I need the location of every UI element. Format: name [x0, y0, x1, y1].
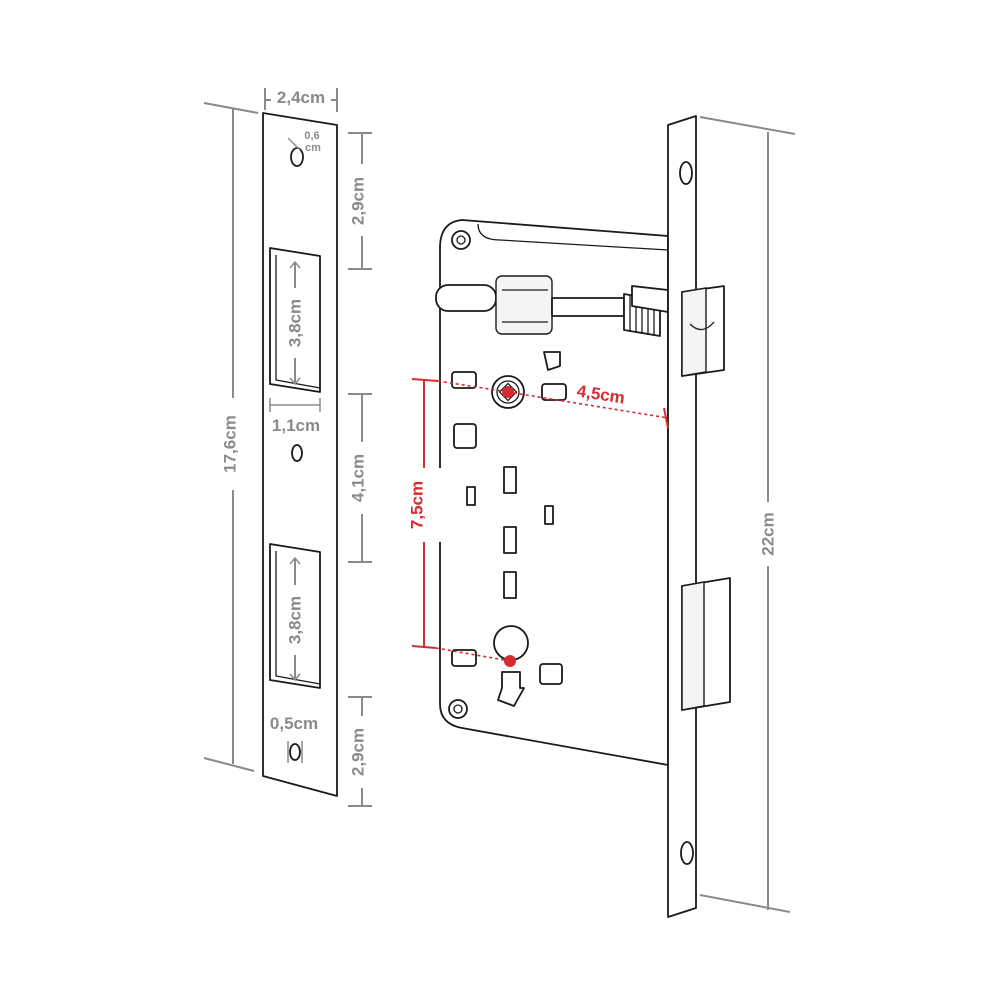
follower-center-point: [502, 386, 514, 398]
faceplate-height-label: 22cm: [758, 512, 777, 555]
strike-slot-width-label: 1,1cm: [272, 416, 320, 435]
case-slot-b: [541, 383, 567, 401]
strike-bottom-hole-label: 0,5cm: [270, 714, 318, 733]
case-slot-e: [503, 466, 517, 494]
case-rivet-top: [451, 230, 471, 250]
latch-spring-mechanism: [435, 275, 669, 337]
faceplate-top-hole: [679, 161, 693, 185]
strike-hole-unit: cm: [305, 142, 321, 154]
strike-between-label: 4,1cm: [348, 454, 367, 502]
case-slot-g: [503, 526, 517, 554]
case-slot-i: [451, 649, 477, 667]
strike-lower-slot-label: 3,8cm: [285, 596, 304, 644]
keyhole-ring: [493, 625, 529, 661]
latch-block: [495, 275, 553, 335]
latch-bolt: [681, 285, 725, 377]
case-slot-j: [539, 663, 563, 685]
case-rivet-bottom: [448, 699, 468, 719]
strike-upper-slot-label: 3,8cm: [285, 299, 304, 347]
strike-bottom-hole: [289, 743, 301, 761]
lock-body: [435, 115, 731, 918]
strike-width-label: 2,4cm: [277, 88, 325, 107]
case-slot-f: [544, 505, 554, 525]
keyhole-center-point: [504, 655, 516, 667]
strike-plate: [262, 112, 338, 797]
small-tab: [543, 351, 561, 371]
strike-plate-dimensions: 2,4cm 0,6 cm 2,9cm 4,1cm 2,9cm 17,6cm: [203, 86, 378, 807]
strike-top-hole: [290, 147, 304, 167]
faceplate: [667, 115, 697, 918]
faceplate-bottom-hole: [680, 841, 694, 865]
strike-bottom-offset-label: 2,9cm: [348, 728, 367, 776]
case-slot-c: [453, 423, 477, 449]
case-slot-d: [466, 486, 476, 506]
keyhole-slot: [497, 671, 525, 707]
case-slot-h: [503, 571, 517, 599]
strike-middle-hole: [291, 444, 303, 462]
strike-hole-label: 0,6: [304, 130, 319, 142]
center-distance-label: 7,5cm: [407, 481, 426, 529]
deadbolt: [681, 577, 731, 711]
strike-total-height-label: 17,6cm: [220, 415, 239, 473]
strike-top-offset-label: 2,9cm: [348, 177, 367, 225]
